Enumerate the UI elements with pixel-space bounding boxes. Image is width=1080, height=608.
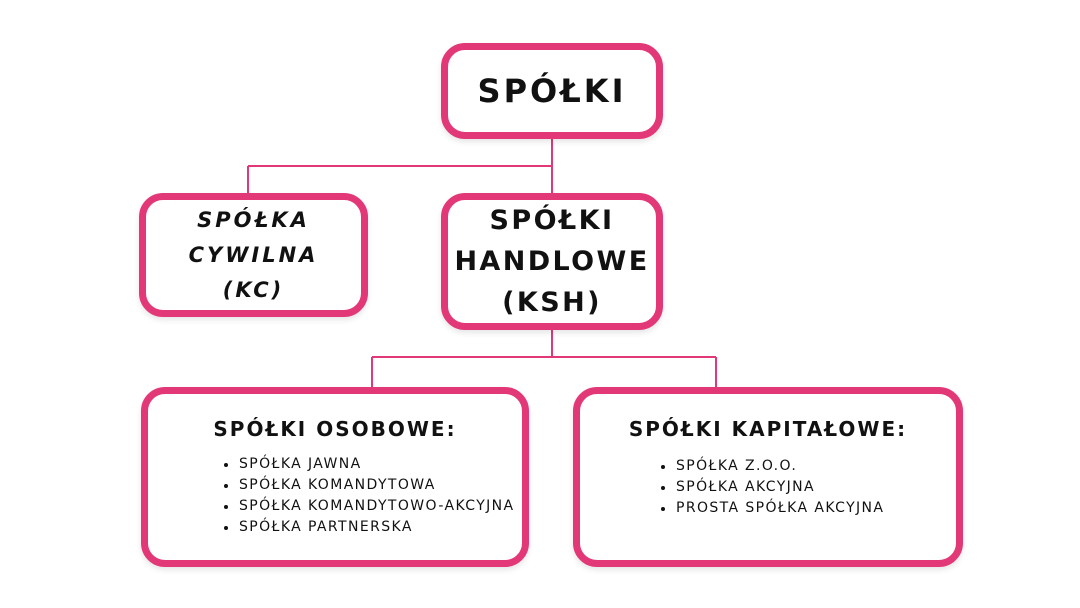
partnership-list-item: SPÓŁKA KOMANDYTOWO-AKCYJNA	[223, 496, 523, 517]
capital-list: SPÓŁKA Z.O.O. SPÓŁKA AKCYJNA PROSTA SPÓŁ…	[660, 456, 960, 519]
commercial-title-line-1: SPÓŁKI	[489, 205, 615, 236]
civil-title-line-1: SPÓŁKA	[197, 207, 310, 232]
commercial-title-line-3: (KSH)	[502, 287, 602, 318]
civil-title-line-2: CYWILNA	[188, 242, 319, 267]
capital-list-item: PROSTA SPÓŁKA AKCYJNA	[660, 498, 960, 519]
root-node: SPÓŁKI	[441, 43, 663, 139]
partnership-list: SPÓŁKA JAWNA SPÓŁKA KOMANDYTOWA SPÓŁKA K…	[223, 454, 523, 538]
commercial-title-line-2: HANDLOWE	[454, 246, 650, 277]
commercial-companies-node: SPÓŁKI HANDLOWE (KSH)	[441, 193, 663, 330]
partnership-companies-node: SPÓŁKI OSOBOWE: SPÓŁKA JAWNA SPÓŁKA KOMA…	[141, 387, 529, 567]
civil-partnership-node: SPÓŁKA CYWILNA (KC)	[139, 193, 368, 317]
partnership-list-item: SPÓŁKA JAWNA	[223, 454, 523, 475]
partnership-title: SPÓŁKI OSOBOWE:	[213, 417, 457, 441]
capital-companies-node: SPÓŁKI KAPITAŁOWE: SPÓŁKA Z.O.O. SPÓŁKA …	[573, 387, 963, 567]
partnership-list-item: SPÓŁKA KOMANDYTOWA	[223, 475, 523, 496]
partnership-list-item: SPÓŁKA PARTNERSKA	[223, 517, 523, 538]
civil-title-line-3: (KC)	[222, 277, 285, 302]
root-title: SPÓŁKI	[477, 72, 627, 110]
capital-list-item: SPÓŁKA Z.O.O.	[660, 456, 960, 477]
capital-list-item: SPÓŁKA AKCYJNA	[660, 477, 960, 498]
capital-title: SPÓŁKI KAPITAŁOWE:	[628, 417, 908, 441]
